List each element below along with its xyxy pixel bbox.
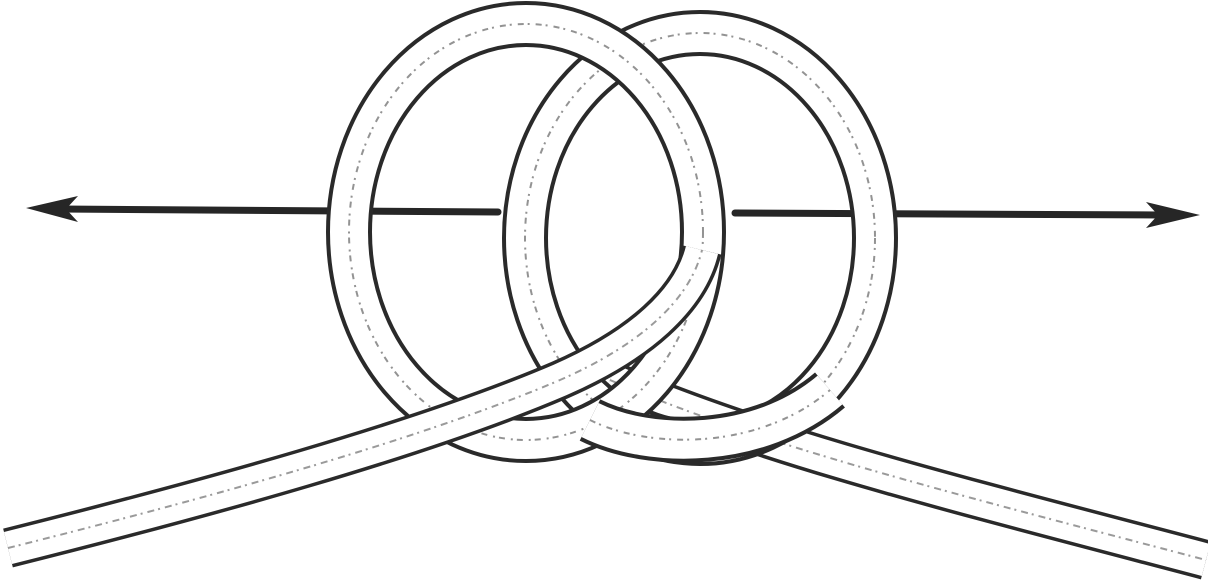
right-arrow-icon <box>735 202 1200 228</box>
left-arrow-icon <box>26 196 498 222</box>
right-rope-end <box>610 380 1206 560</box>
